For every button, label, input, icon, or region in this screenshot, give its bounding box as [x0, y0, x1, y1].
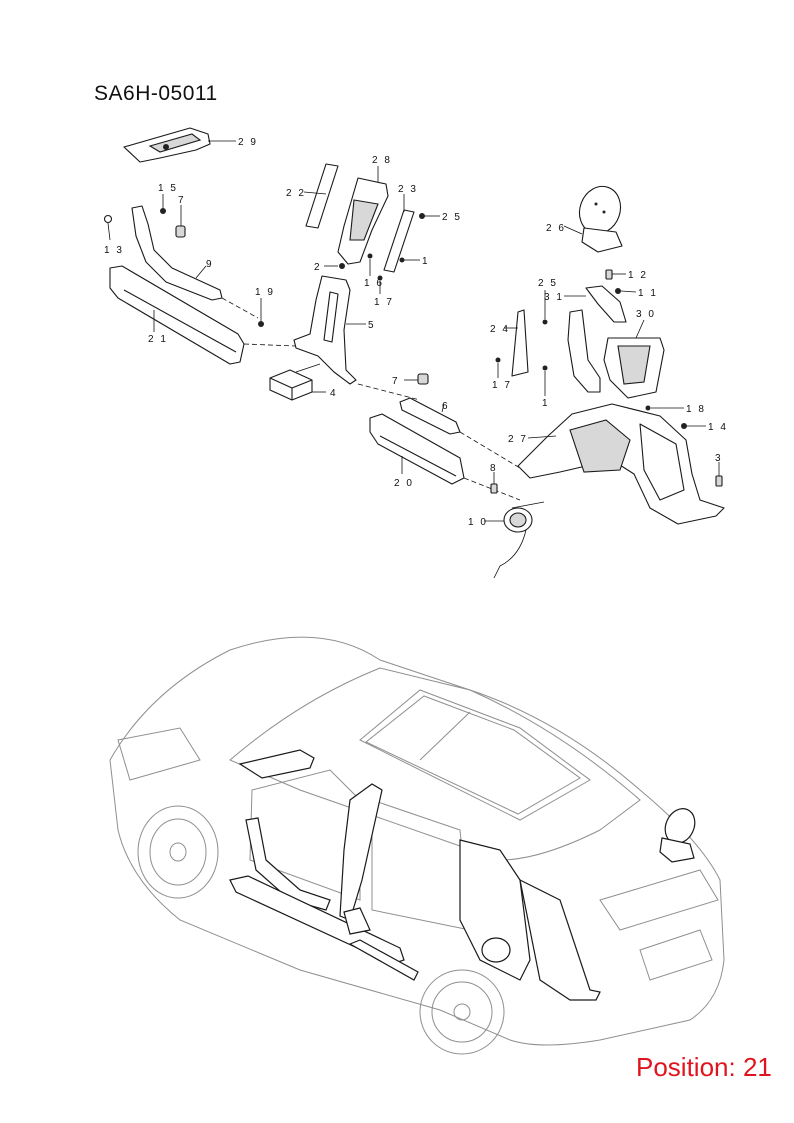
part-30-quarter-trim-upper[interactable]	[603, 319, 665, 399]
callout-15: 1 5	[158, 183, 178, 194]
part-20-rear-sill[interactable]	[369, 413, 465, 485]
part-10-charge-port-housing[interactable]	[484, 501, 545, 579]
callout-12: 1 2	[628, 270, 648, 281]
callout-16: 1 6	[364, 278, 384, 289]
callout-25b: 2 5	[538, 278, 558, 289]
callout-23: 2 3	[398, 184, 418, 195]
part-24-c-pillar-strip[interactable]	[504, 309, 529, 377]
part-28-b-pillar-upper-trim[interactable]	[337, 166, 389, 265]
callout-29: 2 9	[238, 137, 258, 148]
clip-17-upper[interactable]	[377, 275, 383, 295]
callout-9: 9	[206, 259, 214, 270]
callout-5: 5	[368, 320, 376, 331]
callout-7a: 7	[178, 195, 186, 206]
clip-11[interactable]	[615, 288, 637, 294]
callout-30: 3 0	[636, 309, 656, 320]
callout-3: 3	[715, 453, 723, 464]
callout-4: 4	[330, 388, 338, 399]
part-27-quarter-trim-lower[interactable]	[517, 403, 725, 525]
callout-20: 2 0	[394, 478, 414, 489]
clip-15[interactable]	[160, 194, 166, 214]
clip-16[interactable]	[367, 253, 373, 277]
callout-2: 2	[314, 262, 322, 273]
callout-25a: 2 5	[442, 212, 462, 223]
part-c-pillar-trim[interactable]	[567, 309, 601, 393]
callout-6: 6	[442, 401, 450, 412]
part-9-a-pillar-lower-trim[interactable]	[131, 205, 223, 301]
callout-17b: 1 7	[492, 380, 512, 391]
callout-27: 2 7	[508, 434, 528, 445]
part-5-b-pillar-lower-trim[interactable]	[293, 275, 366, 385]
callout-10: 1 0	[468, 517, 488, 528]
callout-8: 8	[490, 463, 498, 474]
clip-2[interactable]	[324, 263, 345, 269]
callout-11: 1 1	[638, 288, 658, 299]
callout-24: 2 4	[490, 324, 510, 335]
callout-28: 2 8	[372, 155, 392, 166]
callout-22: 2 2	[286, 188, 306, 199]
clip-18[interactable]	[645, 405, 685, 411]
callout-17a: 1 7	[374, 297, 394, 308]
clip-1-upper[interactable]	[399, 257, 421, 263]
part-26-fuel-flap[interactable]	[563, 181, 627, 253]
clip-25-upper[interactable]	[419, 213, 440, 219]
part-31-bracket[interactable]	[564, 285, 627, 323]
clip-1-lower[interactable]	[542, 365, 548, 397]
clip-25-lower[interactable]	[542, 290, 548, 325]
position-label: Position: 21	[636, 1052, 772, 1082]
clip-19[interactable]	[258, 298, 264, 327]
clip-17-lower[interactable]	[495, 357, 501, 379]
callout-19: 1 9	[255, 287, 275, 298]
clip-8[interactable]	[490, 472, 498, 494]
callout-13: 1 3	[104, 245, 124, 256]
callout-21: 2 1	[148, 334, 168, 345]
diagram-code: SA6H-05011	[94, 82, 218, 105]
part-23-trim-strip[interactable]	[383, 194, 415, 273]
callout-18: 1 8	[686, 404, 706, 415]
callout-1b: 1	[542, 398, 550, 409]
callout-14: 1 4	[708, 422, 728, 433]
callout-7b: 7	[392, 376, 400, 387]
part-29-a-pillar-upper-trim[interactable]	[123, 127, 236, 163]
clip-13[interactable]	[103, 214, 113, 241]
callout-31: 3 1	[544, 292, 564, 303]
clip-12[interactable]	[605, 269, 626, 280]
clip-7-lower[interactable]	[404, 373, 429, 385]
clip-3[interactable]	[715, 462, 723, 487]
clip-7-upper[interactable]	[175, 205, 186, 238]
part-21-sill-rail[interactable]	[109, 265, 245, 365]
part-4-foam-block[interactable]	[269, 363, 326, 401]
vehicle-overview-illustration	[109, 636, 725, 1055]
part-22-b-pillar-strip[interactable]	[303, 163, 339, 229]
callout-26: 2 6	[546, 223, 566, 234]
clip-14[interactable]	[681, 423, 706, 429]
callout-1a: 1	[422, 256, 430, 267]
